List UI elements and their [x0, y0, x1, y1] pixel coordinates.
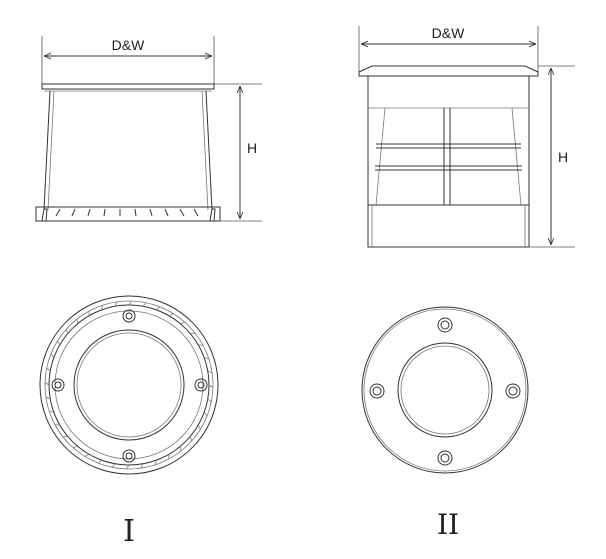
rim-tick [101, 305, 104, 310]
screw-top-2 [437, 317, 453, 333]
rim-tick [204, 357, 209, 360]
screw-right [194, 378, 208, 392]
rim-ticks [44, 300, 214, 470]
rim-tick [208, 384, 214, 388]
rim-tick [197, 424, 201, 430]
rim-tick [84, 453, 90, 457]
rim-tick [189, 436, 193, 442]
rim-tick [57, 340, 61, 346]
side-view-variant-1: D&W H [35, 36, 262, 222]
rim-tick [128, 300, 132, 306]
rim-tick [142, 302, 147, 307]
screw-bottom-2 [437, 450, 453, 466]
rim-tick [111, 463, 116, 468]
rim-tick [49, 410, 54, 413]
rim-tick [44, 382, 50, 386]
screw-left [51, 378, 65, 392]
screw-top [122, 309, 136, 323]
rim-tick [207, 370, 213, 374]
screw-left-2 [369, 383, 385, 399]
variant-2-label: II [437, 508, 459, 541]
rim-tick [97, 459, 102, 464]
rim-tick [114, 301, 118, 307]
rim-tick [72, 445, 78, 449]
rim-tick [154, 460, 157, 465]
top-view-variant-1: I [39, 295, 219, 549]
rim-tick [126, 464, 130, 470]
height-dimension-label-2: H [558, 149, 568, 165]
height-dimension-label: H [247, 140, 257, 156]
rim-tick [65, 328, 69, 334]
rim-tick [140, 463, 144, 469]
side-view-variant-2: D&W H [358, 25, 575, 248]
rim-tick [203, 412, 208, 417]
top-view-variant-2: II [361, 306, 529, 541]
rim-tick [50, 353, 55, 358]
rim-tick [180, 446, 182, 451]
rim-tick [207, 398, 212, 403]
rim-tick [45, 396, 51, 400]
rim-tick [46, 367, 51, 372]
variant-1-label: I [123, 514, 135, 549]
base-fins [41, 208, 216, 222]
screw-bottom [122, 449, 136, 463]
width-dimension-label: D&W [112, 37, 145, 53]
rim-tick [63, 436, 68, 438]
width-dimension-label-2: D&W [432, 25, 465, 41]
rim-tick [156, 306, 161, 311]
rim-tick [76, 319, 78, 324]
rim-tick [180, 321, 186, 325]
screw-right-2 [505, 383, 521, 399]
rim-tick [168, 313, 174, 317]
rim-tick [190, 332, 195, 334]
